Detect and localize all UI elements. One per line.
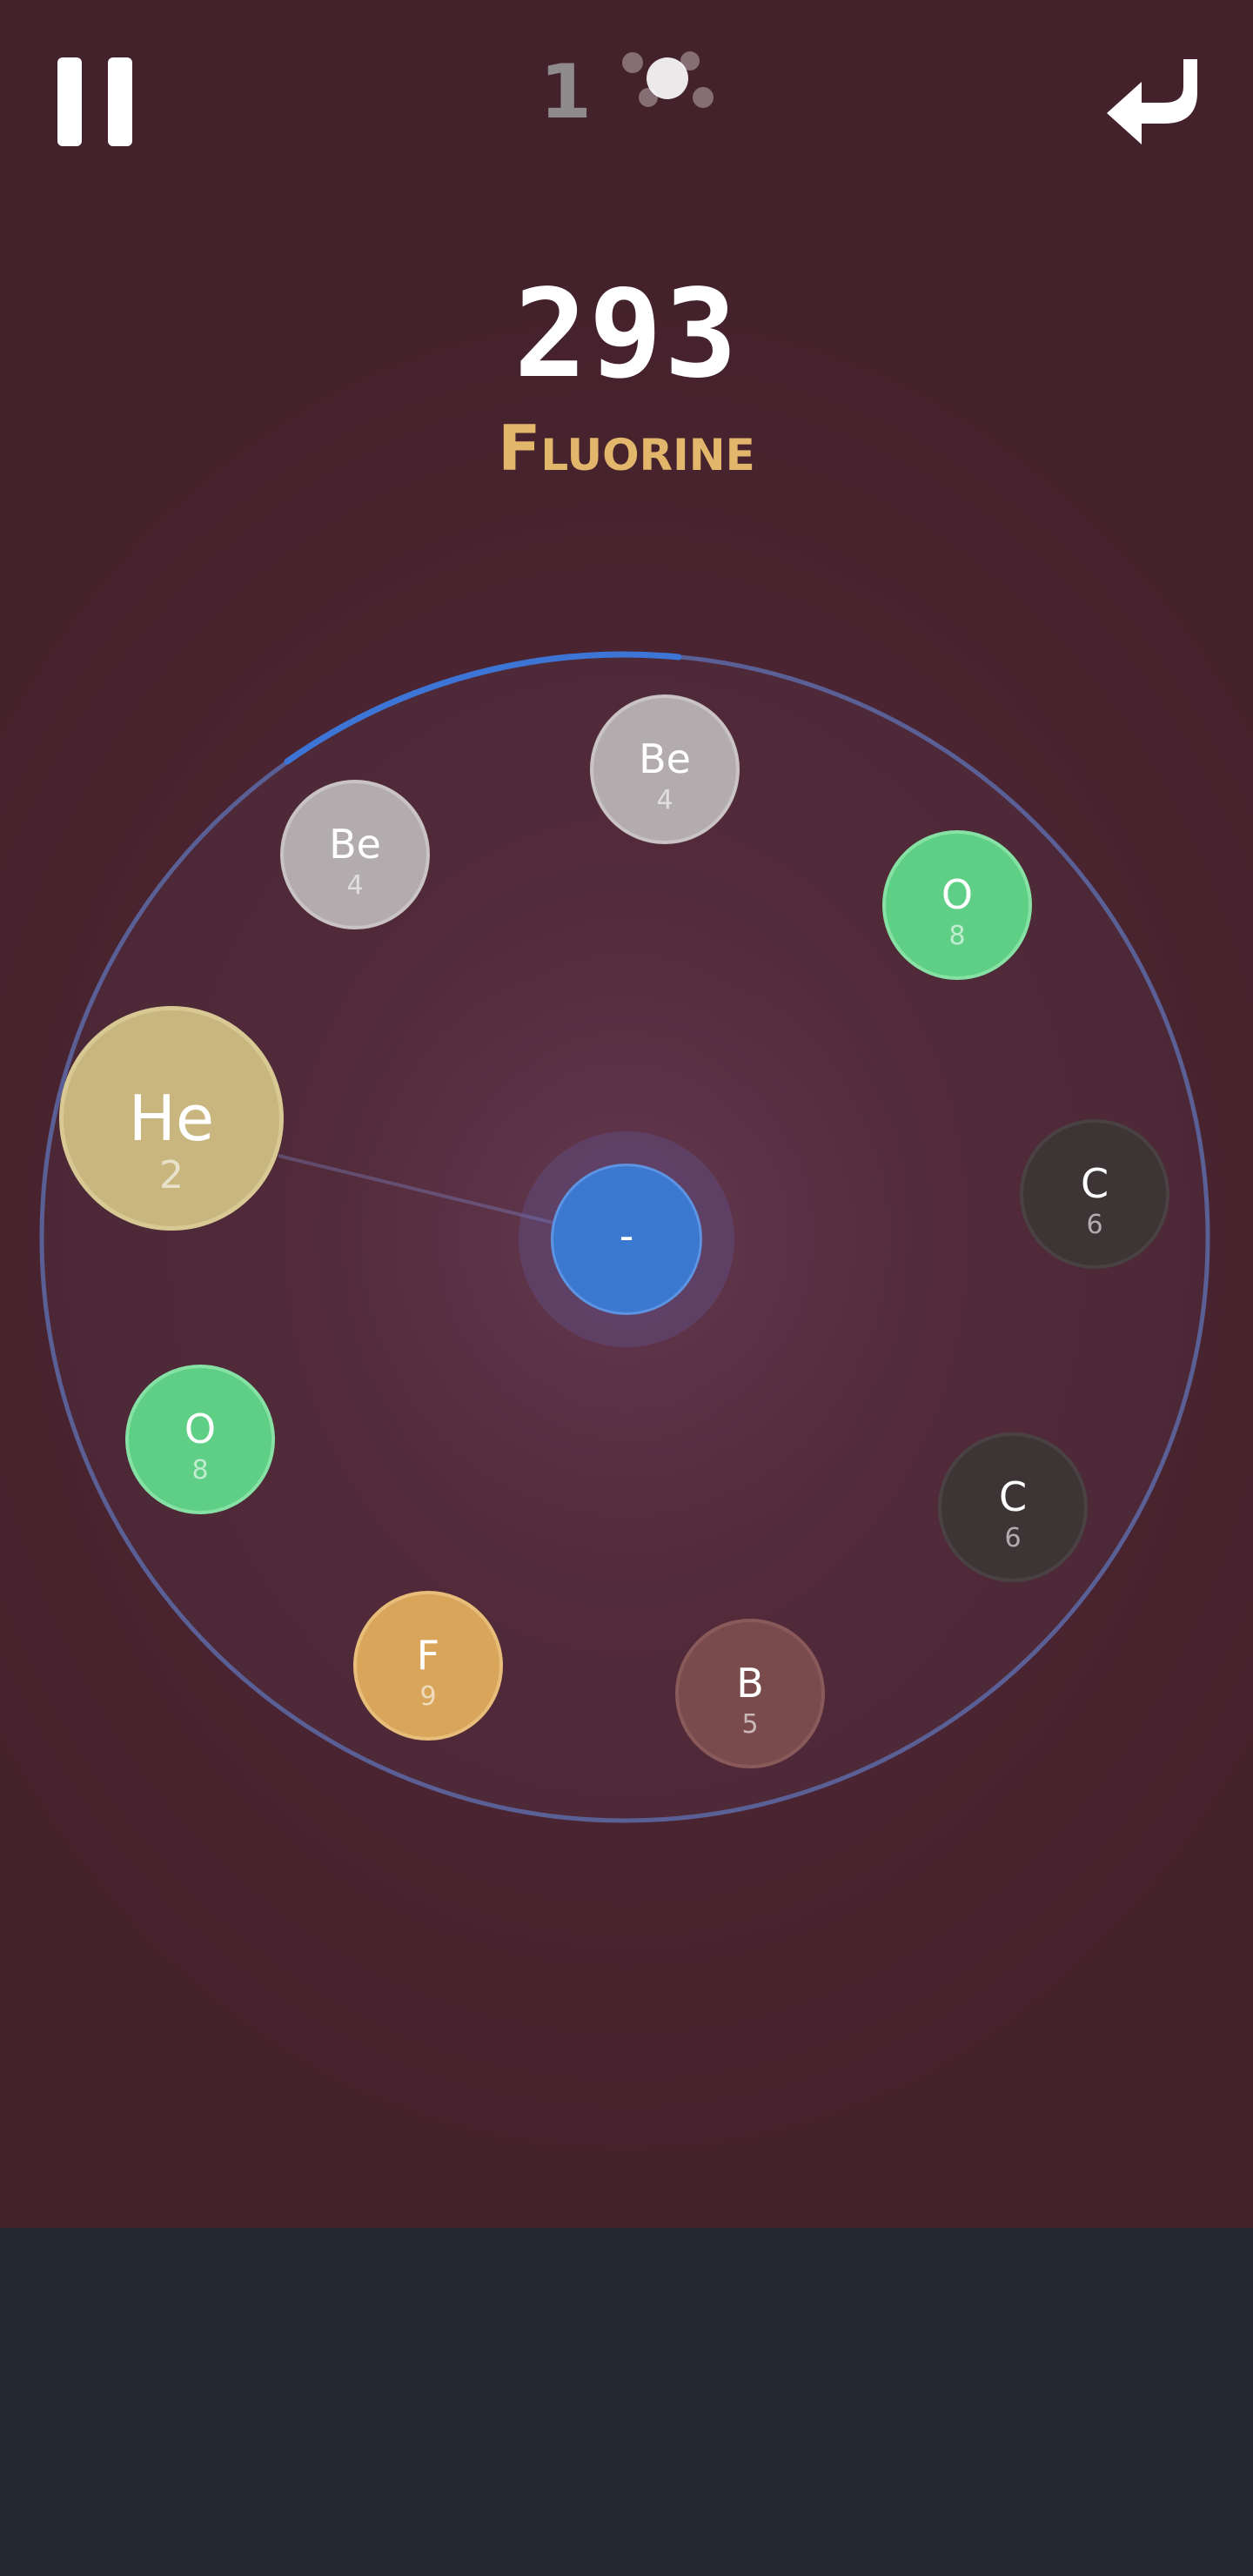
atom-c-lower-right[interactable]: C 6 <box>938 1432 1088 1582</box>
ring-progress-arc <box>284 651 682 765</box>
atom-f-bottom-left[interactable]: F 9 <box>353 1591 503 1741</box>
atom-number: 8 <box>948 921 966 951</box>
atom-number: 6 <box>1086 1210 1103 1240</box>
atom-symbol: C <box>998 1473 1028 1520</box>
atom-number: 9 <box>419 1681 437 1712</box>
atom-number: 4 <box>656 785 673 815</box>
atom-symbol: Be <box>329 821 381 868</box>
atom-symbol: B <box>736 1660 764 1707</box>
atom-be-top[interactable]: Be 4 <box>590 694 740 844</box>
aim-line <box>278 1154 558 1225</box>
highest-element-name: Fluorine <box>498 412 755 485</box>
atom-number: 5 <box>741 1709 759 1740</box>
bottom-bar <box>0 2228 1253 2576</box>
atom-symbol: O <box>941 871 974 918</box>
atom-symbol: F <box>416 1632 440 1679</box>
atom-number: 8 <box>191 1455 209 1486</box>
atom-be-upper-left[interactable]: Be 4 <box>280 780 430 929</box>
undo-arrow-icon <box>1107 59 1197 144</box>
undo-button[interactable] <box>1103 52 1204 153</box>
atom-symbol: C <box>1080 1160 1109 1207</box>
atom-c-right[interactable]: C 6 <box>1020 1119 1169 1269</box>
atom-symbol: Be <box>639 735 691 782</box>
atom-number: 2 <box>159 1153 184 1197</box>
electron-counter: 1 <box>539 49 592 136</box>
atom-b-bottom[interactable]: B 5 <box>675 1619 825 1768</box>
score-value: 293 <box>513 264 740 406</box>
atom-o-upper-right[interactable]: O 8 <box>882 830 1032 980</box>
atom-symbol: He <box>128 1082 215 1155</box>
center-particle-symbol: - <box>619 1212 634 1259</box>
atom-he-left[interactable]: He 2 <box>59 1006 284 1231</box>
atom-o-left[interactable]: O 8 <box>125 1365 275 1514</box>
atom-number: 4 <box>346 870 364 901</box>
game-board[interactable]: 1 293 Fluorine - Be 4 <box>0 0 1253 2228</box>
center-particle-minus[interactable]: - <box>551 1164 702 1315</box>
atom-symbol: O <box>184 1405 217 1452</box>
atom-number: 6 <box>1004 1523 1022 1553</box>
pause-button[interactable] <box>57 57 132 146</box>
electron-orbit-icon <box>622 51 714 108</box>
